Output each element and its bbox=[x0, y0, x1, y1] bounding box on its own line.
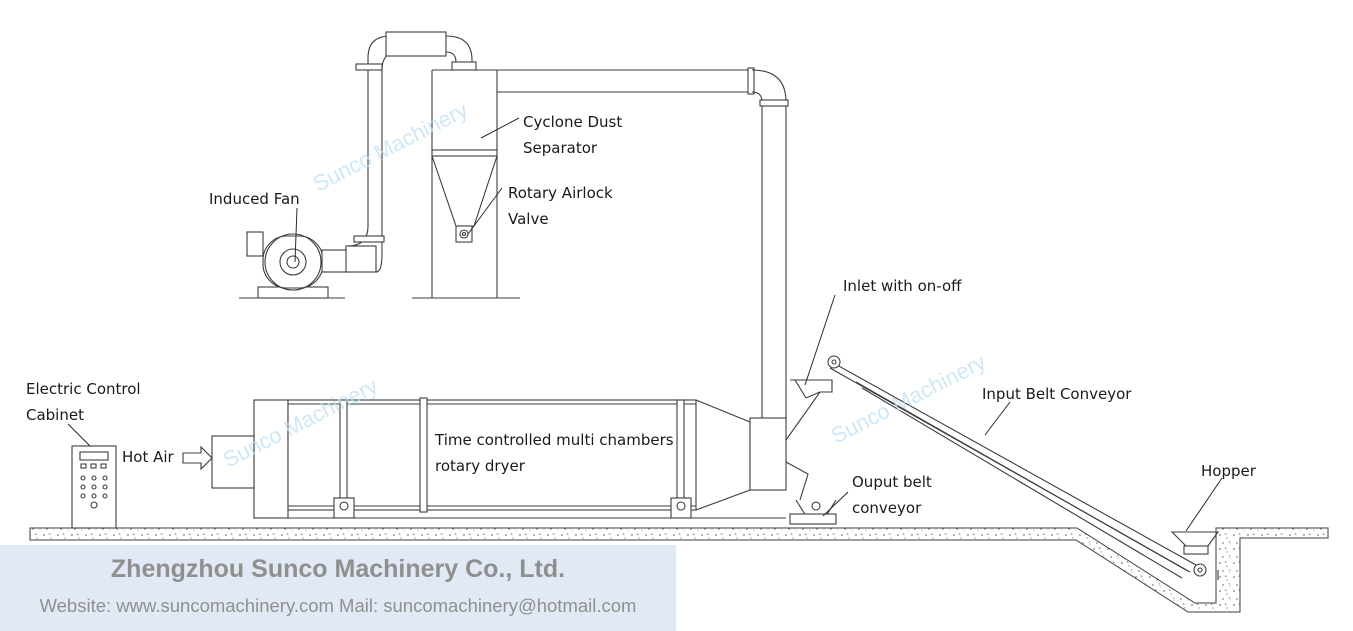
hot-air-arrow bbox=[182, 445, 213, 471]
label-valve: Valve bbox=[508, 210, 549, 228]
induced-fan bbox=[239, 231, 349, 299]
main-duct bbox=[472, 67, 789, 420]
output-belt-conveyor bbox=[789, 499, 837, 525]
label-cabinet: Cabinet bbox=[26, 406, 84, 424]
cyclone-dust-separator bbox=[412, 69, 520, 299]
rotary-airlock-valve bbox=[455, 225, 473, 243]
hopper bbox=[1170, 531, 1220, 555]
label-hopper: Hopper bbox=[1201, 462, 1257, 480]
watermark-3: Sunco Machinery bbox=[827, 349, 990, 448]
label-hot-air: Hot Air bbox=[122, 448, 175, 466]
labels: Cyclone Dust Separator Rotary Airlock Va… bbox=[26, 113, 1257, 517]
watermark-1: Sunco Machinery bbox=[309, 97, 472, 196]
label-separator: Separator bbox=[523, 139, 598, 157]
label-induced-fan: Induced Fan bbox=[209, 190, 300, 208]
inlet-chute bbox=[785, 379, 833, 501]
floor-slab bbox=[29, 527, 1329, 613]
label-electric-control: Electric Control bbox=[26, 380, 141, 398]
company-name: Zhengzhou Sunco Machinery Co., Ltd. bbox=[110, 555, 566, 583]
label-output-belt: Ouput belt bbox=[852, 473, 932, 491]
contact-info: Website: www.suncomachinery.com Mail: su… bbox=[39, 595, 637, 616]
label-input-belt-conveyor: Input Belt Conveyor bbox=[982, 385, 1132, 403]
electric-control-cabinet bbox=[71, 445, 117, 529]
input-belt-conveyor bbox=[827, 355, 1219, 580]
rotary-dryer bbox=[211, 397, 787, 529]
leader-lines bbox=[67, 117, 1223, 532]
label-inlet: Inlet with on-off bbox=[843, 277, 962, 295]
company-banner: Zhengzhou Sunco Machinery Co., Ltd. Webs… bbox=[0, 545, 676, 631]
fan-duct bbox=[345, 31, 477, 273]
label-conveyor: conveyor bbox=[852, 499, 922, 517]
label-dryer-line2: rotary dryer bbox=[435, 457, 526, 475]
label-dryer-line1: Time controlled multi chambers bbox=[434, 431, 674, 449]
label-rotary-airlock: Rotary Airlock bbox=[508, 184, 613, 202]
label-cyclone-dust: Cyclone Dust bbox=[523, 113, 622, 131]
